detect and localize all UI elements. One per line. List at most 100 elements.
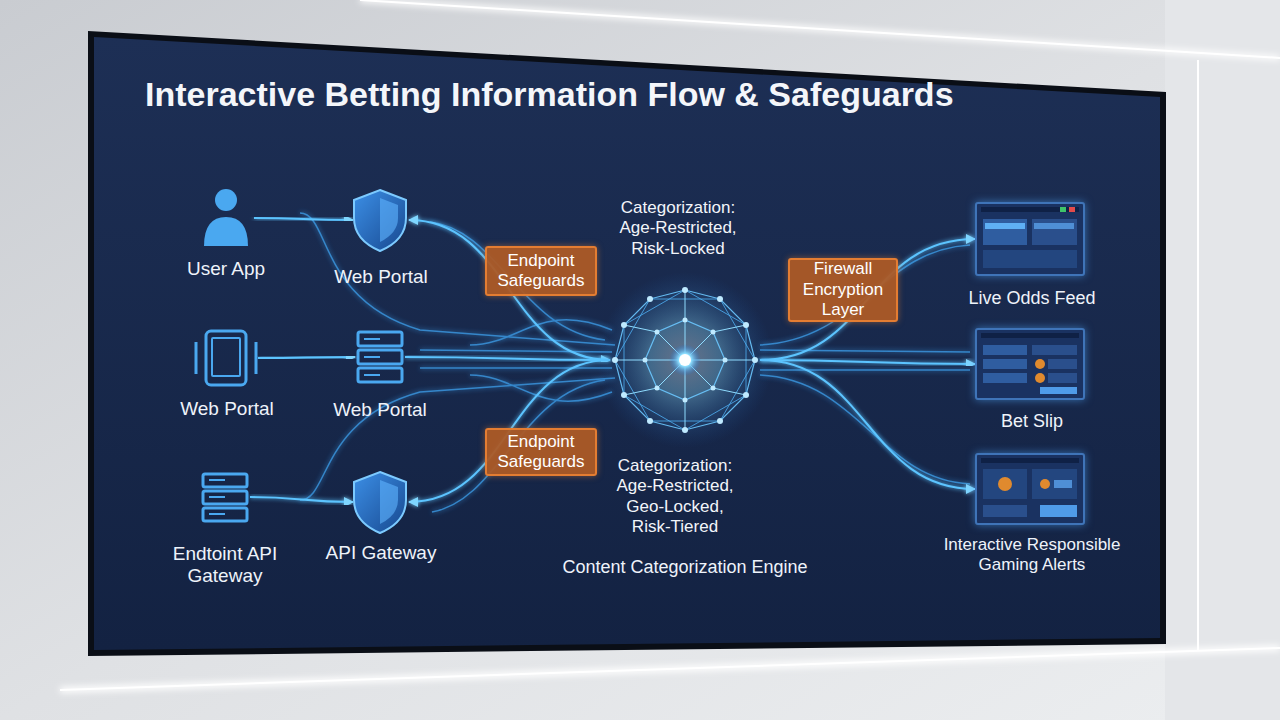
server-icon-part bbox=[358, 368, 402, 382]
beam-bundle-part bbox=[760, 375, 970, 484]
firewall-box: Firewall Encryption Layer bbox=[788, 258, 898, 322]
room-walls-part bbox=[60, 648, 1280, 690]
network-hub-part-part bbox=[743, 322, 749, 328]
shield-icon-part bbox=[354, 472, 406, 533]
server-icon-part bbox=[209, 479, 225, 481]
room-walls-part bbox=[1165, 0, 1280, 720]
dashboard-mockup-part bbox=[1054, 480, 1072, 488]
flow-connector bbox=[258, 357, 355, 358]
shield-icon-part bbox=[380, 198, 398, 242]
room-walls-part bbox=[1197, 60, 1199, 650]
node-text: Firewall Encryption Layer bbox=[796, 259, 890, 320]
dashboard-mockup-part bbox=[983, 505, 1027, 517]
network-hub-part bbox=[679, 354, 691, 366]
beam-bundle-part bbox=[470, 375, 612, 401]
node-label: Bet Slip bbox=[942, 411, 1122, 432]
network-hub-part bbox=[597, 272, 773, 448]
output-panel: Interactive Responsible Gaming Alerts bbox=[975, 453, 1085, 525]
shield-icon bbox=[354, 472, 406, 533]
dashboard-mockup bbox=[981, 458, 1079, 517]
safeguard-box: Endpoint Safeguards bbox=[485, 246, 597, 296]
server-icon-part bbox=[209, 496, 225, 498]
dashboard-mockup-part bbox=[1032, 469, 1077, 499]
node-text: Endpoint Safeguards bbox=[493, 251, 589, 292]
network-hub-part-part bbox=[643, 358, 648, 363]
network-hub-part-part bbox=[682, 287, 688, 293]
node-label: Live Odds Feed bbox=[942, 288, 1122, 309]
beam-bundle-part bbox=[430, 222, 605, 340]
server-icon-part bbox=[358, 350, 402, 364]
flow-connector bbox=[760, 360, 975, 489]
network-hub-part-part bbox=[723, 358, 728, 363]
beam-bundle-part bbox=[300, 378, 615, 500]
tablet-icon bbox=[196, 331, 256, 385]
network-hub-part-part bbox=[621, 322, 627, 328]
server-icon-part bbox=[203, 491, 247, 504]
network-hub-part-part bbox=[717, 418, 723, 424]
dashboard-mockup-part bbox=[983, 359, 1027, 369]
network-hub-part-part bbox=[621, 392, 627, 398]
server-icon-part bbox=[203, 508, 247, 521]
room-walls-part bbox=[360, 0, 1280, 58]
network-hub-part-part bbox=[655, 330, 660, 335]
network-hub-part-part bbox=[717, 296, 723, 302]
server-icon bbox=[358, 332, 402, 382]
network-hub-part bbox=[615, 290, 755, 430]
dashboard-mockup-part bbox=[983, 469, 1027, 499]
server-icon-part bbox=[358, 332, 402, 346]
flow-connector bbox=[405, 357, 610, 360]
tablet-icon-part bbox=[255, 342, 258, 374]
network-hub-part-part bbox=[683, 398, 688, 403]
node-label: Web Portal bbox=[311, 266, 451, 288]
dashboard-mockup-part bbox=[1048, 373, 1077, 383]
server-icon-part bbox=[364, 338, 380, 340]
network-hub-part-part bbox=[647, 296, 653, 302]
tablet-icon-part bbox=[206, 331, 246, 385]
dashboard-mockup-part bbox=[1035, 373, 1045, 383]
dashboard-mockup-part bbox=[1060, 207, 1066, 212]
beam-bundle-part bbox=[760, 245, 970, 345]
dashboard-mockup-part bbox=[983, 219, 1027, 245]
dashboard-mockup-part bbox=[981, 458, 1079, 463]
network-hub-part-part bbox=[711, 330, 716, 335]
room-walls-part bbox=[60, 648, 1280, 690]
node-label: Web Portal bbox=[310, 399, 450, 421]
network-hub-part-part bbox=[655, 386, 660, 391]
dashboard-mockup-part bbox=[983, 345, 1027, 355]
flow-connector bbox=[250, 497, 353, 502]
server-icon-part bbox=[364, 356, 380, 358]
network-hub-part bbox=[624, 290, 746, 430]
network-hub-part bbox=[612, 287, 758, 433]
network-hub-part-part bbox=[682, 427, 688, 433]
room-walls-part bbox=[1196, 60, 1201, 650]
node-label: Web Portal bbox=[157, 398, 297, 420]
room-walls-part bbox=[360, 0, 1280, 58]
dashboard-mockup-part bbox=[1032, 345, 1077, 355]
safeguard-box: Endpoint Safeguards bbox=[485, 428, 597, 476]
category-label: Categorization: Age-Restricted, Geo-Lock… bbox=[605, 456, 745, 538]
dashboard-mockup-part bbox=[985, 223, 1025, 229]
dashboard-mockup-part bbox=[1048, 359, 1077, 369]
node-text: Endpoint Safeguards bbox=[493, 432, 589, 473]
beam-bundle-part bbox=[470, 320, 612, 345]
beam-bundle-part bbox=[420, 350, 612, 352]
app-node: User App bbox=[198, 190, 254, 246]
dashboard-mockup-part bbox=[998, 477, 1012, 491]
network-hub-part bbox=[615, 299, 755, 421]
node-label: API Gateway bbox=[311, 542, 451, 564]
dashboard-mockup-part bbox=[1035, 359, 1045, 369]
gateway-node: Endtoint API Gateway bbox=[200, 472, 250, 522]
beam-bundle-part bbox=[760, 369, 970, 371]
dashboard-mockup-part bbox=[981, 207, 1079, 212]
server-icon-part bbox=[209, 513, 225, 515]
dashboard-mockup-part bbox=[1040, 505, 1077, 517]
network-hub-part-part bbox=[711, 386, 716, 391]
category-label: Categorization: Age-Restricted, Risk-Loc… bbox=[608, 198, 748, 259]
shield-icon-part bbox=[354, 190, 406, 251]
network-hub-part-part bbox=[683, 318, 688, 323]
server-icon-part bbox=[364, 374, 380, 376]
flow-connector bbox=[760, 360, 975, 364]
